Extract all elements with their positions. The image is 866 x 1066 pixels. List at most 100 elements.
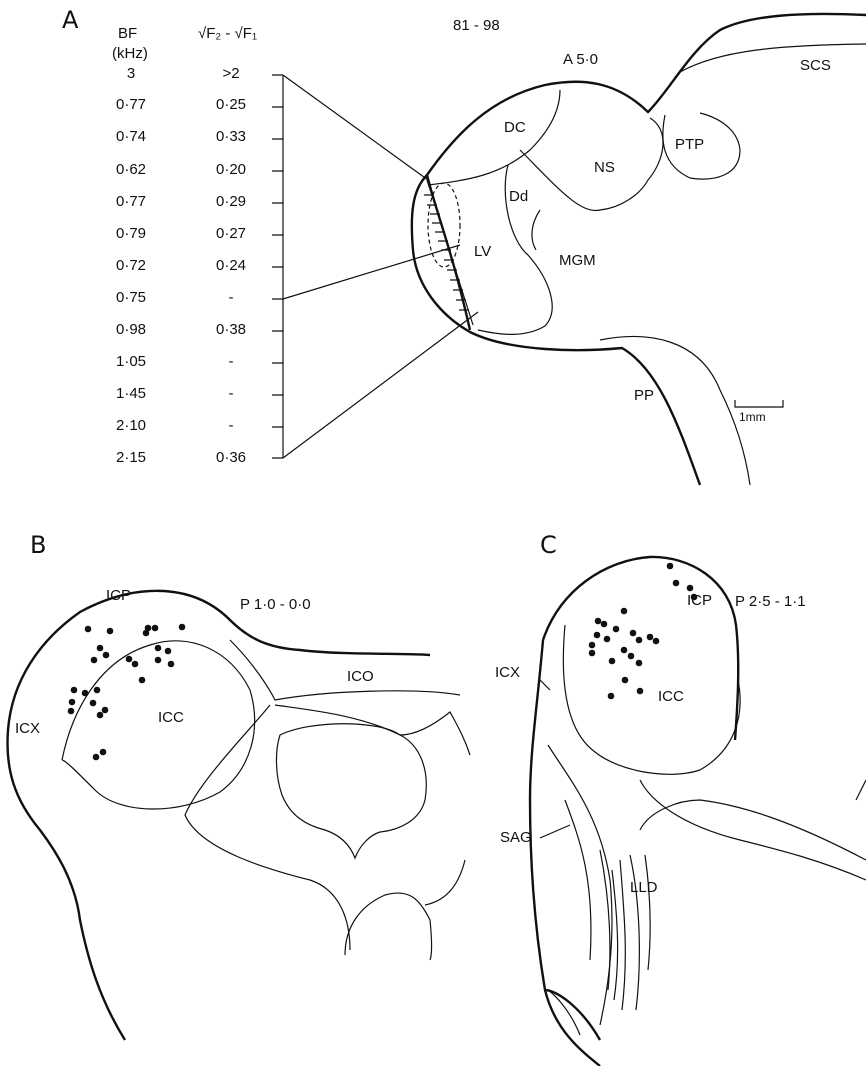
section-id: 81 - 98 [453, 17, 500, 34]
col2-header: √F₂ - √F₁ [198, 25, 257, 42]
recording-site-dot [103, 652, 110, 659]
bf-value: 1·05 [116, 353, 146, 370]
neuron-dots-b [68, 624, 186, 761]
projection-lines [283, 75, 478, 458]
bf-value: 2·15 [116, 449, 146, 466]
region-b-ico: ICO [347, 668, 374, 685]
bf-value: 0·72 [116, 257, 146, 274]
sag-pointer-line [540, 825, 570, 838]
recording-site-dot [97, 712, 104, 719]
recording-site-dot [71, 687, 78, 694]
recording-site-dot [621, 608, 628, 615]
diff-value: 0·38 [216, 321, 246, 338]
recording-site-dot [179, 624, 186, 631]
recording-site-dot [589, 642, 596, 649]
neuron-dots-c [589, 563, 698, 700]
recording-site-dot [667, 563, 674, 570]
bf-value: 0·74 [116, 128, 146, 145]
recording-site-dot [132, 661, 139, 668]
region-b-icp: ICP [106, 587, 131, 604]
bf-value: 0·77 [116, 96, 146, 113]
bf-value: 0·62 [116, 161, 146, 178]
region-c-lld: LLD [630, 879, 658, 896]
recording-site-dot [589, 650, 596, 657]
region-scs: SCS [800, 57, 831, 74]
recording-site-dot [628, 653, 635, 660]
diff-value: 0·20 [216, 161, 246, 178]
diff-value: 0·24 [216, 257, 246, 274]
region-ns: NS [594, 159, 615, 176]
diff-value: - [229, 353, 234, 370]
region-c-icc: ICC [658, 688, 684, 705]
electrode-depth-axis [272, 75, 283, 458]
recording-site-dot [152, 625, 159, 632]
recording-site-dot [608, 693, 615, 700]
recording-site-dot [107, 628, 114, 635]
region-dc: DC [504, 119, 526, 136]
recording-site-dot [168, 661, 175, 668]
diff-value: - [229, 385, 234, 402]
scale-bar: 1mm [735, 400, 783, 424]
recording-site-dot [91, 657, 98, 664]
recording-site-dot [90, 700, 97, 707]
recording-site-dot [68, 708, 75, 715]
diff-value: - [229, 289, 234, 306]
plane-label-a: A 5·0 [563, 51, 598, 68]
recording-site-dot [69, 699, 76, 706]
scale-bar-label: 1mm [739, 410, 766, 424]
recording-site-dot [609, 658, 616, 665]
diff-value: 0·25 [216, 96, 246, 113]
recording-site-dot [613, 626, 620, 633]
recording-site-dot [637, 688, 644, 695]
recording-site-dot [594, 632, 601, 639]
recording-site-dot [622, 677, 629, 684]
recording-site-dot [647, 634, 654, 641]
recording-site-dot [102, 707, 109, 714]
bf-column: 3 0·77 0·74 0·62 0·77 0·79 0·72 0·75 0·9… [116, 65, 146, 466]
bf-value: 1·45 [116, 385, 146, 402]
region-c-icx: ICX [495, 664, 520, 681]
recording-site-dot [143, 630, 150, 637]
plane-label-b: P 1·0 - 0·0 [240, 596, 311, 613]
diff-value: 0·27 [216, 225, 246, 242]
recording-site-dot [653, 638, 660, 645]
bf-value: 0·77 [116, 193, 146, 210]
region-b-icx: ICX [15, 720, 40, 737]
col1-header: BF [118, 25, 137, 42]
recording-site-dot [155, 645, 162, 652]
region-ptp: PTP [675, 136, 704, 153]
region-lv: LV [474, 243, 491, 260]
recording-site-dot [97, 645, 104, 652]
bf-value: 0·98 [116, 321, 146, 338]
diff-value: 0·36 [216, 449, 246, 466]
recording-site-dot [100, 749, 107, 756]
recording-site-dot [155, 657, 162, 664]
diff-value: 0·29 [216, 193, 246, 210]
region-c-sag: SAG [500, 829, 532, 846]
bf-value: 2·10 [116, 417, 146, 434]
recording-site-dot [621, 647, 628, 654]
section-b-outline [7, 591, 470, 1040]
region-dd: Dd [509, 188, 528, 205]
bf-value: 0·79 [116, 225, 146, 242]
recording-site-dot [673, 580, 680, 587]
bf-value: 0·75 [116, 289, 146, 306]
region-pp: PP [634, 387, 654, 404]
recording-site-dot [595, 618, 602, 625]
recording-site-dot [126, 656, 133, 663]
plane-label-c: P 2·5 - 1·1 [735, 593, 806, 610]
recording-site-dot [93, 754, 100, 761]
recording-site-dot [94, 687, 101, 694]
recording-site-dot [604, 636, 611, 643]
recording-site-dot [687, 585, 694, 592]
recording-site-dot [82, 690, 89, 697]
recording-site-dot [636, 637, 643, 644]
section-c-outline [530, 557, 866, 1066]
col1-unit: (kHz) [112, 45, 148, 62]
recording-site-dot [85, 626, 92, 633]
diff-value: 0·33 [216, 128, 246, 145]
recording-site-dot [139, 677, 146, 684]
panel-c-letter: C [540, 531, 557, 559]
region-mgm: MGM [559, 252, 596, 269]
